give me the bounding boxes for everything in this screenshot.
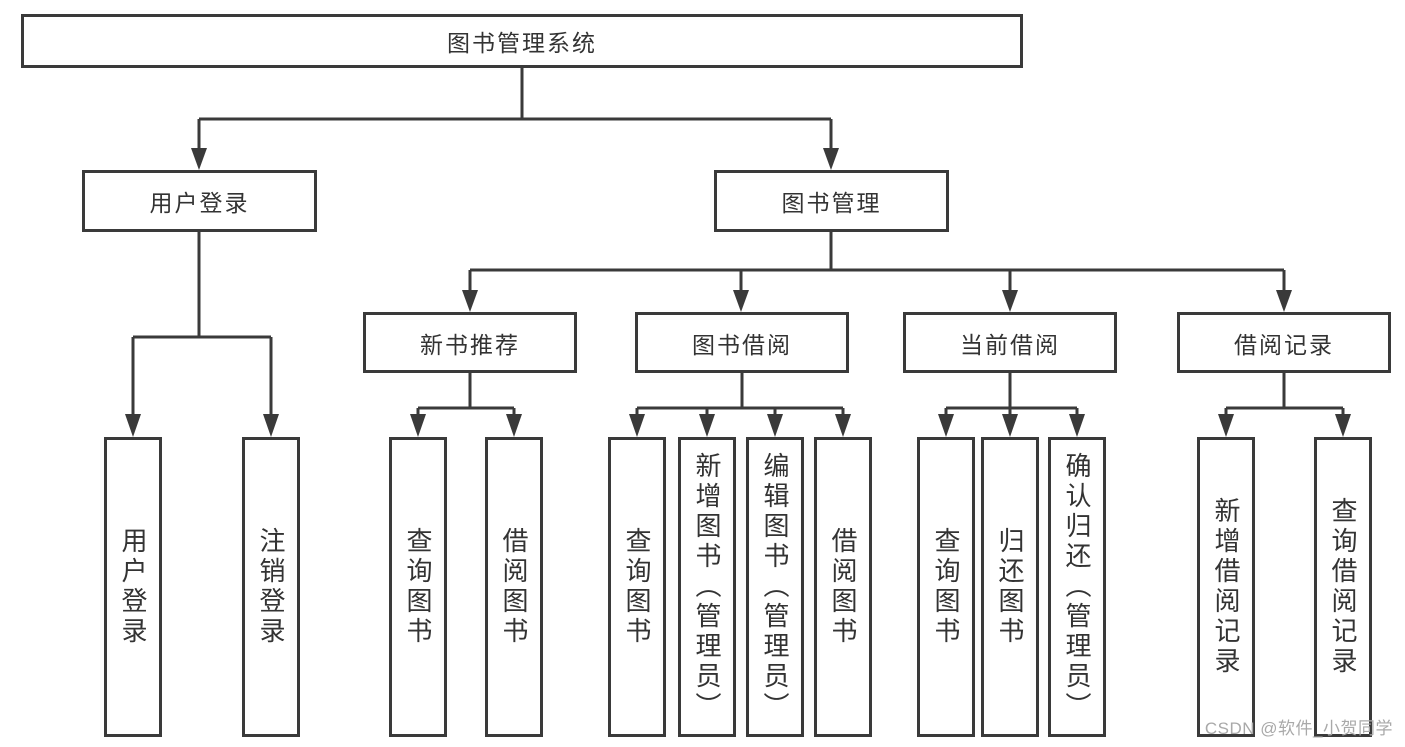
node-confirm-return-admin: 确认归还（管理员） bbox=[1048, 437, 1106, 737]
node-label: 用户登录 bbox=[149, 190, 250, 216]
node-logout: 注销登录 bbox=[242, 437, 300, 737]
node-return-book: 归还图书 bbox=[981, 437, 1039, 737]
csdn-watermark: CSDN @软件_小贺同学 bbox=[1204, 719, 1393, 738]
arrow-icon bbox=[1218, 414, 1234, 437]
node-user-login-leaf: 用户登录 bbox=[104, 437, 162, 737]
node-label: 借阅图书 bbox=[828, 527, 858, 647]
node-label: 当前借阅 bbox=[960, 331, 1060, 358]
arrow-icon bbox=[1002, 290, 1018, 312]
node-label: 图书借阅 bbox=[692, 331, 792, 358]
node-label: 借阅图书 bbox=[499, 527, 529, 647]
node-query-books-recommend: 查询图书 bbox=[389, 437, 447, 737]
node-label: 图书管理 bbox=[781, 190, 882, 216]
node-edit-book-admin: 编辑图书（管理员） bbox=[746, 437, 804, 737]
node-add-borrow-record: 新增借阅记录 bbox=[1197, 437, 1255, 737]
node-user-login: 用户登录 bbox=[82, 170, 317, 232]
arrow-icon bbox=[506, 414, 522, 437]
arrow-icon bbox=[1335, 414, 1351, 437]
arrowheads bbox=[125, 148, 1351, 437]
connector-paths bbox=[131, 68, 1345, 416]
node-label: 图书管理系统 bbox=[447, 30, 597, 56]
node-label: 编辑图书（管理员） bbox=[760, 452, 790, 722]
node-label: 归还图书 bbox=[995, 527, 1025, 647]
arrow-icon bbox=[823, 148, 839, 170]
node-library-system: 图书管理系统 bbox=[21, 14, 1023, 68]
node-query-borrow-record: 查询借阅记录 bbox=[1314, 437, 1372, 737]
arrow-icon bbox=[263, 414, 279, 437]
arrow-icon bbox=[1002, 414, 1018, 437]
arrow-icon bbox=[835, 414, 851, 437]
arrow-icon bbox=[629, 414, 645, 437]
arrow-icon bbox=[767, 414, 783, 437]
arrow-icon bbox=[125, 414, 141, 437]
arrow-icon bbox=[410, 414, 426, 437]
node-current-borrowing: 当前借阅 bbox=[903, 312, 1117, 373]
arrow-icon bbox=[1276, 290, 1292, 312]
node-book-management: 图书管理 bbox=[714, 170, 949, 232]
node-label: 借阅记录 bbox=[1234, 331, 1334, 358]
arrow-icon bbox=[191, 148, 207, 170]
node-label: 确认归还（管理员） bbox=[1062, 452, 1092, 722]
node-query-books-borrow: 查询图书 bbox=[608, 437, 666, 737]
node-borrow-records: 借阅记录 bbox=[1177, 312, 1391, 373]
arrow-icon bbox=[938, 414, 954, 437]
arrow-icon bbox=[733, 290, 749, 312]
arrow-icon bbox=[462, 290, 478, 312]
node-borrow-books-recommend: 借阅图书 bbox=[485, 437, 543, 737]
node-borrow-books-leaf: 借阅图书 bbox=[814, 437, 872, 737]
node-label: 用户登录 bbox=[118, 527, 148, 647]
node-new-book-recommend: 新书推荐 bbox=[363, 312, 577, 373]
node-add-book-admin: 新增图书（管理员） bbox=[678, 437, 736, 737]
node-label: 查询图书 bbox=[403, 527, 433, 647]
node-label: 新书推荐 bbox=[420, 331, 520, 358]
node-label: 注销登录 bbox=[256, 527, 286, 647]
node-label: 查询借阅记录 bbox=[1328, 497, 1358, 677]
node-label: 新增借阅记录 bbox=[1211, 497, 1241, 677]
node-query-books-current: 查询图书 bbox=[917, 437, 975, 737]
node-label: 查询图书 bbox=[622, 527, 652, 647]
arrow-icon bbox=[1069, 414, 1085, 437]
node-label: 查询图书 bbox=[931, 527, 961, 647]
node-label: 新增图书（管理员） bbox=[692, 452, 722, 722]
node-book-borrowing: 图书借阅 bbox=[635, 312, 849, 373]
arrow-icon bbox=[699, 414, 715, 437]
